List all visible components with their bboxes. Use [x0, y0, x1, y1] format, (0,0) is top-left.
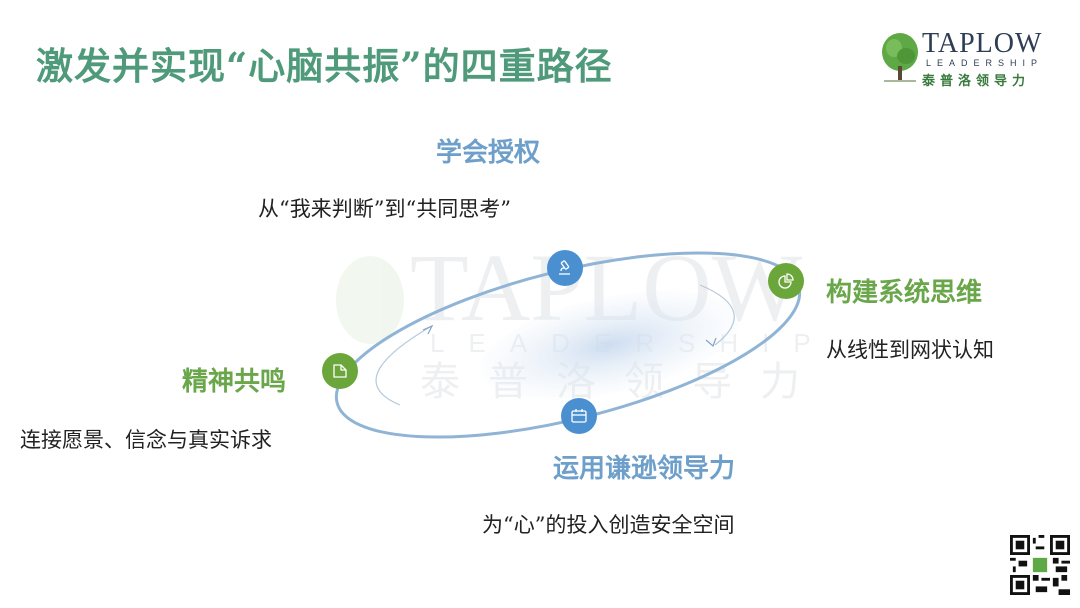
path-node-delegation[interactable] — [547, 250, 583, 286]
path-heading: 构建系统思维 — [826, 278, 983, 308]
path-heading: 学会授权 — [436, 138, 541, 168]
taplow-logo: TAPLOW LEADERSHIP 泰普洛领导力 — [880, 28, 1060, 90]
path-description: 从线性到网状认知 — [826, 338, 994, 362]
note-icon — [333, 364, 347, 378]
qr-code-icon[interactable] — [1010, 535, 1070, 595]
microscope-icon — [559, 260, 570, 275]
pie-chart-icon — [778, 273, 794, 289]
arrow-left-icon — [422, 324, 434, 335]
path-description: 从“我来判断”到“共同思考” — [258, 197, 511, 221]
path-description: 连接愿景、信念与真实诉求 — [20, 428, 272, 452]
arrow-right-icon — [705, 337, 717, 348]
calendar-icon — [571, 409, 587, 423]
path-heading: 精神共鸣 — [182, 367, 287, 397]
tree-icon — [882, 33, 918, 82]
path-node-spiritual-resonance[interactable] — [322, 353, 358, 389]
logo-chinese: 泰普洛领导力 — [922, 74, 1031, 89]
path-node-humble-leadership[interactable] — [561, 398, 597, 434]
logo-subtitle: LEADERSHIP — [926, 58, 1044, 68]
slide-title: 激发并实现“心脑共振”的四重路径 — [36, 44, 613, 88]
path-heading: 运用谦逊领导力 — [553, 454, 736, 484]
path-description: 为“心”的投入创造安全空间 — [482, 513, 735, 537]
path-node-systems-thinking[interactable] — [768, 263, 804, 299]
logo-wordmark: TAPLOW — [922, 28, 1043, 59]
